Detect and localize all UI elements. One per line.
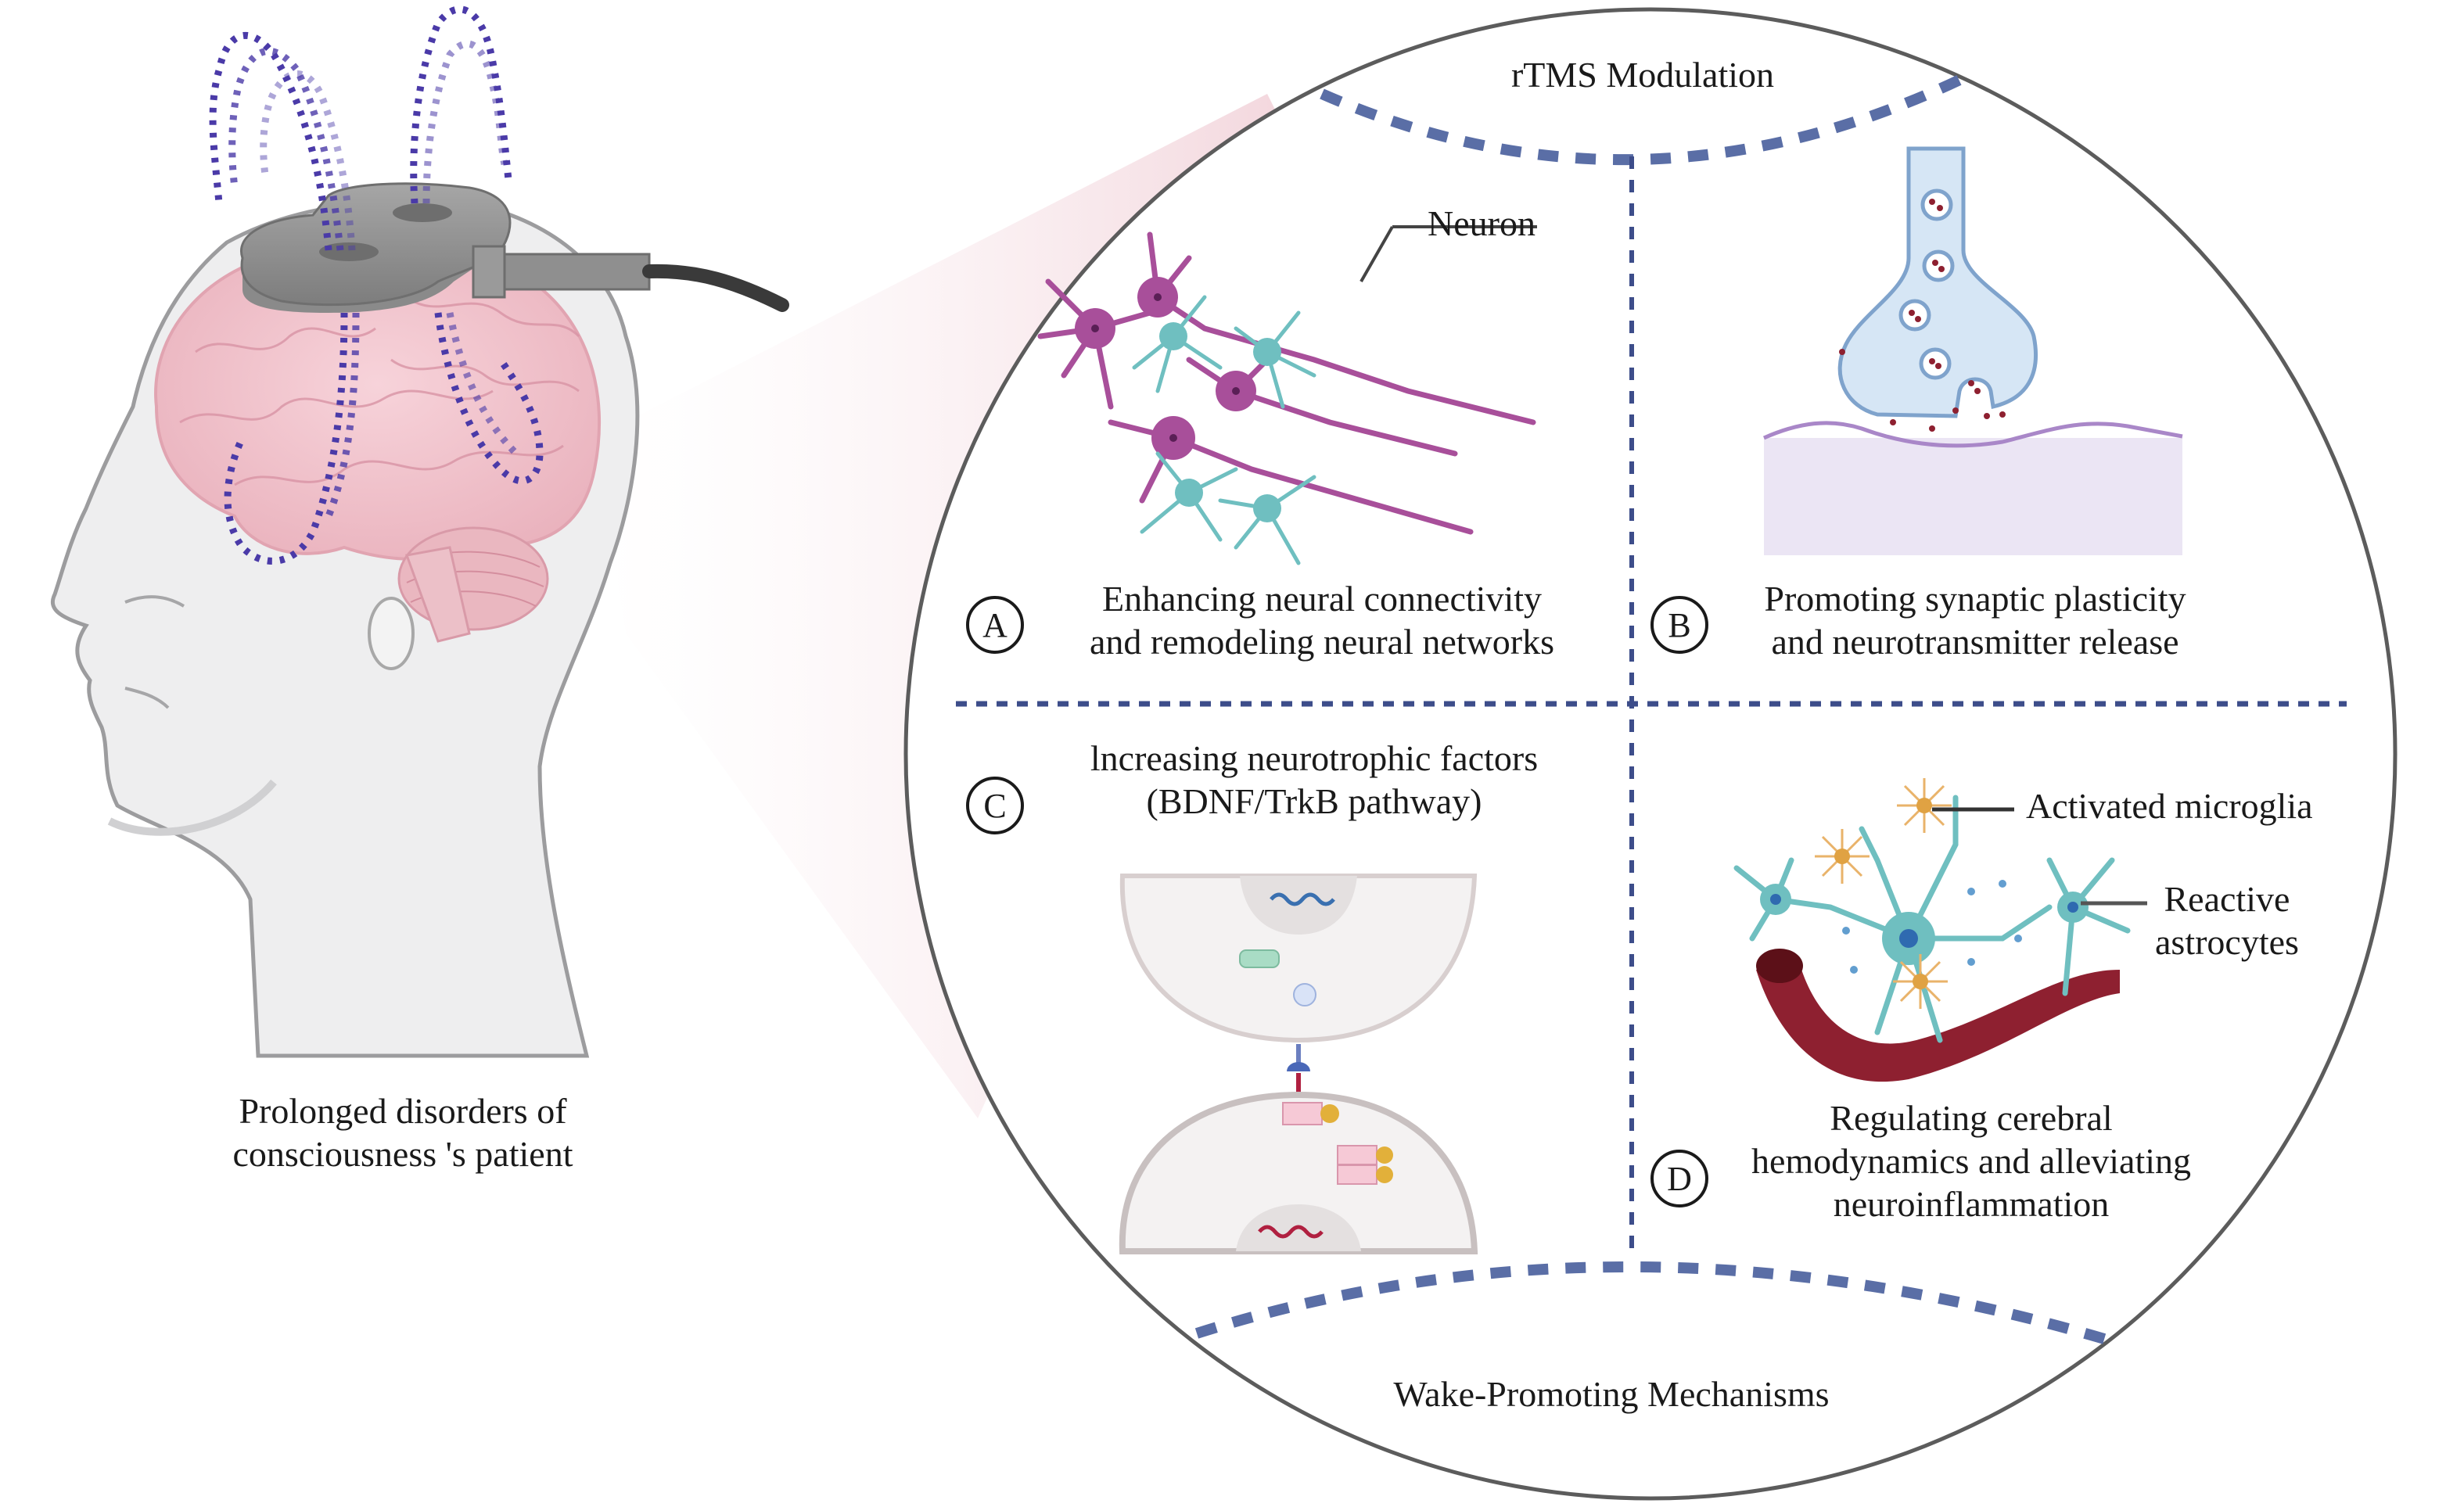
panel-d-description: Regulating cerebral hemodynamics and all… bbox=[1721, 1096, 2222, 1226]
tms-coil bbox=[240, 182, 789, 313]
patient-caption: Prolonged disorders of consciousness 's … bbox=[199, 1089, 606, 1175]
astrocytes-callout: Reactive astrocytes bbox=[2155, 877, 2299, 963]
panel-c-bdnf-pathway bbox=[1119, 874, 1478, 1254]
panel-b-badge: B bbox=[1650, 596, 1708, 654]
coil-cable bbox=[642, 264, 789, 312]
blood-vessel bbox=[1756, 962, 2120, 1082]
panel-b-line-1: Promoting synaptic plasticity bbox=[1764, 579, 2186, 619]
panel-c-badge: C bbox=[966, 777, 1024, 834]
panel-a-badge: A bbox=[966, 596, 1024, 654]
patient-head-illustration bbox=[51, 5, 789, 1058]
panel-d-glia-vessel bbox=[1733, 778, 2147, 1082]
astrocytes-callout-line-1: Reactive bbox=[2164, 879, 2290, 919]
circle-title-bottom: Wake-Promoting Mechanisms bbox=[1393, 1374, 1830, 1414]
patient-caption-line-2: consciousness 's patient bbox=[232, 1134, 573, 1175]
panel-b-synapse bbox=[1762, 146, 2183, 555]
panel-b-description: Promoting synaptic plasticity and neurot… bbox=[1721, 577, 2229, 663]
panel-d-line-2: hemodynamics and alleviating bbox=[1751, 1141, 2192, 1182]
panel-d-line-3: neuroinflammation bbox=[1833, 1184, 2110, 1225]
top-dashed-arc bbox=[1320, 69, 1974, 166]
ear bbox=[368, 597, 415, 670]
panel-a-line-1: Enhancing neural connectivity bbox=[1101, 579, 1543, 619]
brainstem bbox=[404, 546, 471, 643]
circle-title-top: rTMS Modulation bbox=[1510, 55, 1775, 95]
panel-b-line-2: and neurotransmitter release bbox=[1771, 622, 2179, 662]
panel-a-neuron-network bbox=[1037, 225, 1537, 565]
panel-c-line-2: (BDNF/TrkB pathway) bbox=[1146, 781, 1482, 822]
panel-a-line-2: and remodeling neural networks bbox=[1090, 622, 1554, 662]
panel-c-line-1: lncreasing neurotrophic factors bbox=[1090, 738, 1539, 778]
presynaptic-terminal bbox=[1837, 146, 2038, 418]
postsynaptic-membrane bbox=[1764, 438, 2182, 555]
astrocytes-callout-line-2: astrocytes bbox=[2155, 922, 2299, 963]
panel-d-badge: D bbox=[1650, 1150, 1708, 1207]
panel-a-description: Enhancing neural connectivity and remode… bbox=[1040, 577, 1604, 663]
magnetic-field-lines bbox=[209, 5, 544, 565]
panel-d-line-1: Regulating cerebral bbox=[1830, 1098, 2113, 1138]
patient-caption-line-1: Prolonged disorders of bbox=[239, 1091, 567, 1131]
bottom-dashed-arc bbox=[1194, 1261, 2114, 1347]
neuron-callout: Neuron bbox=[1428, 203, 1536, 243]
microglia-callout: Activated microglia bbox=[2026, 786, 2313, 826]
panel-c-description: lncreasing neurotrophic factors (BDNF/Tr… bbox=[1040, 737, 1588, 823]
